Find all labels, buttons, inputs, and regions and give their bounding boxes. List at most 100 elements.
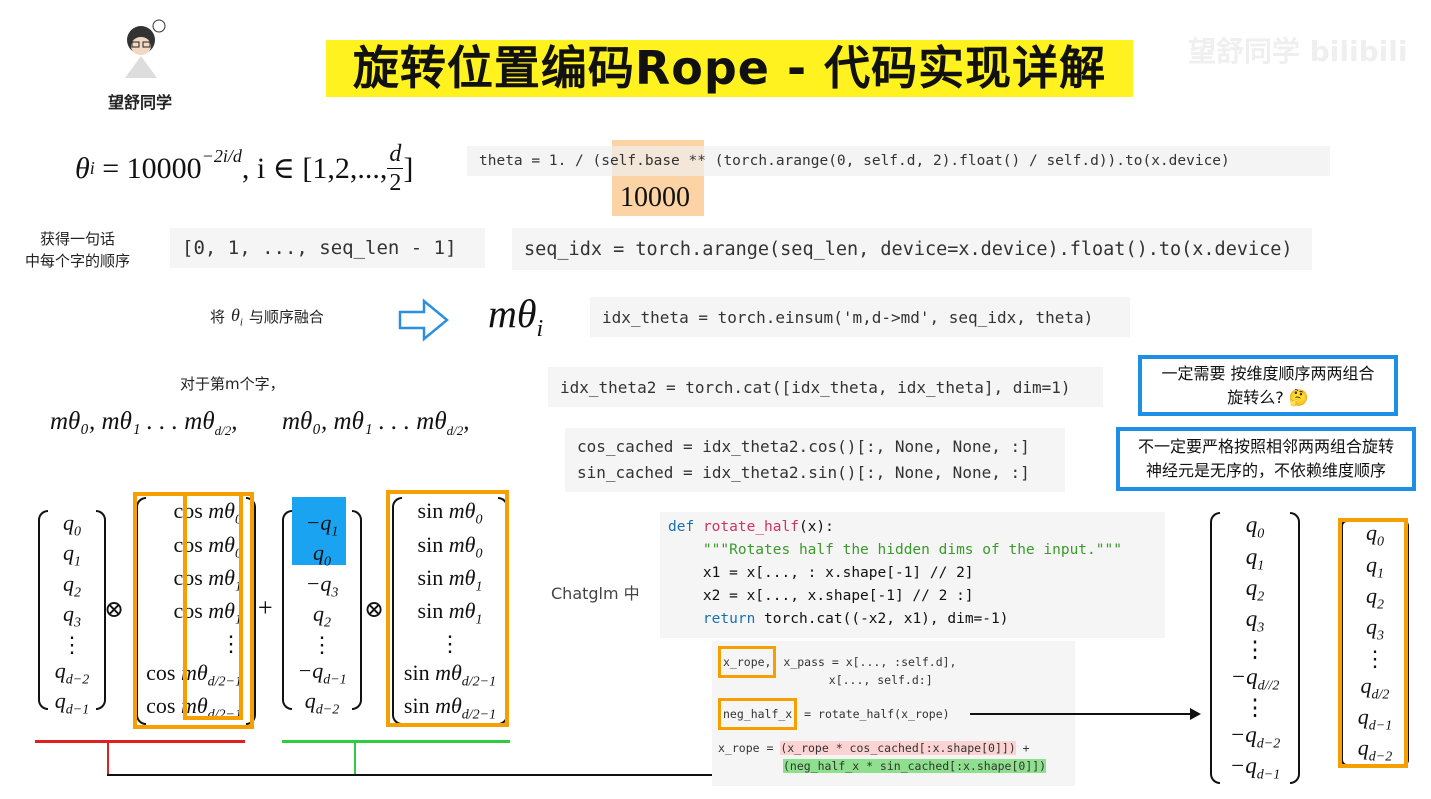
code-x1: x1 = x[..., : x.shape[-1] // 2] bbox=[668, 565, 974, 581]
entry-subscript: d/2−1 bbox=[461, 674, 497, 690]
vector-entry: ⋮ bbox=[220, 631, 242, 657]
answer-box: 不一定要严格按照相邻两两组合旋转 神经元是无序的，不依赖维度顺序 bbox=[1116, 427, 1416, 491]
entry-base: −q bbox=[305, 570, 332, 596]
chatglm-label: Chatglm 中 bbox=[551, 584, 640, 603]
code-theta-pre: theta = 1. / ( bbox=[479, 153, 602, 169]
fuse-label: 将 θi 与顺序融合 bbox=[210, 305, 324, 329]
connector-line bbox=[107, 774, 787, 776]
fuse-theta: θ bbox=[231, 305, 240, 325]
code-theta-post: ** (torch.arange(0, self.d, 2).float() /… bbox=[679, 153, 1230, 169]
theta-sub: i bbox=[89, 158, 95, 178]
fuse-pre: 将 bbox=[210, 308, 226, 327]
entry-base: q bbox=[63, 540, 74, 566]
entry-base: q bbox=[1357, 735, 1369, 761]
vector-entry: ⋮ bbox=[1364, 646, 1386, 672]
author-name: 望舒同学 bbox=[108, 93, 173, 112]
entry-base: cos mθ bbox=[173, 564, 235, 590]
entry-subscript: 0 bbox=[235, 512, 242, 528]
entry-subscript: 2 bbox=[1377, 597, 1384, 613]
theta-exp: −2i/d bbox=[201, 146, 242, 166]
vector-entry: cos mθ0 bbox=[173, 498, 242, 528]
vector-entry: −q3 bbox=[306, 571, 339, 601]
vector-entry: cos mθ0 bbox=[173, 532, 242, 562]
entry-base: q bbox=[63, 601, 74, 627]
vector-entry: q0 bbox=[313, 540, 331, 570]
swap-highlight bbox=[292, 497, 346, 565]
code-cos-cached: cos_cached = idx_theta2.cos()[:, None, N… bbox=[577, 437, 1030, 456]
kw-return: return bbox=[702, 611, 756, 627]
entry-subscript: 0 bbox=[324, 554, 331, 570]
entry-base: −q bbox=[1230, 663, 1258, 689]
entry-subscript: d−2 bbox=[1256, 736, 1281, 752]
entry-base: −q bbox=[305, 510, 332, 535]
m-seq-sub: d/2 bbox=[446, 423, 464, 438]
entry-base: q bbox=[1360, 672, 1372, 698]
entry-base: −q bbox=[1229, 721, 1257, 747]
entry-base: sin mθ bbox=[417, 597, 476, 623]
entry-subscript: d/2−1 bbox=[461, 707, 497, 723]
code-a2: x_pass = x[..., :self.d], bbox=[776, 655, 957, 669]
theta-range: , i ∈ [1,2,..., bbox=[241, 152, 388, 185]
m-seq-2: mθ₀, mθ₁ . . . mθd/2, bbox=[282, 408, 470, 438]
entry-subscript: 3 bbox=[331, 585, 339, 601]
vector-entry: q2 bbox=[1246, 575, 1265, 606]
entry-base: q bbox=[313, 540, 324, 566]
code-theta: theta = 1. / (self.base ** (torch.arange… bbox=[467, 146, 1330, 176]
vector-entry: q1 bbox=[1246, 544, 1265, 575]
entry-base: sin mθ bbox=[417, 498, 476, 524]
entry-subscript: 1 bbox=[475, 579, 483, 595]
entry-subscript: d−1 bbox=[323, 671, 347, 687]
vector-entry: q0 bbox=[63, 510, 81, 540]
m-seq-1: mθ₀, mθ₁ . . . mθd/2, bbox=[50, 408, 238, 438]
seq-label: 获得一句话 中每个字的顺序 bbox=[25, 228, 130, 272]
vector-entry: q3 bbox=[63, 601, 81, 631]
vector-entry: ⋮ bbox=[1244, 637, 1267, 663]
entry-base: q bbox=[63, 570, 74, 596]
seq-label-1: 获得一句话 bbox=[40, 230, 116, 248]
entry-base: cos mθ bbox=[173, 531, 235, 557]
entry-subscript: 0 bbox=[1257, 526, 1265, 542]
vector-entry: q1 bbox=[1366, 552, 1384, 582]
arrow-line bbox=[970, 713, 1195, 715]
code-return: torch.cat((-x2, x1), dim=-1) bbox=[755, 611, 1009, 627]
kw-def: def bbox=[668, 519, 695, 535]
entry-subscript: d−1 bbox=[1256, 767, 1281, 783]
entry-subscript: 1 bbox=[235, 612, 242, 628]
red-underline bbox=[35, 740, 245, 743]
vector-entry: q2 bbox=[1366, 583, 1384, 613]
entry-subscript: d−1 bbox=[65, 702, 90, 718]
green-underline bbox=[282, 740, 510, 743]
sin-box bbox=[386, 490, 509, 727]
vector-entry: −qd−1 bbox=[1230, 753, 1280, 784]
vector-entry: qd−2 bbox=[55, 658, 89, 688]
vector-entry: q0 bbox=[1366, 520, 1384, 550]
entry-base: −q bbox=[297, 657, 324, 683]
entry-subscript: 0 bbox=[74, 524, 81, 540]
vector-entry: ⋮ bbox=[311, 632, 333, 658]
vector-entry: ⋮ bbox=[439, 631, 461, 657]
m-theta-base: mθ bbox=[488, 291, 537, 336]
entry-subscript: d/2−1 bbox=[207, 674, 242, 690]
vector-entry: qd/2 bbox=[1361, 673, 1390, 703]
cos-term: (x_rope * cos_cached[:x.shape[0]]) bbox=[780, 741, 1016, 755]
vector-entry: sin mθ1 bbox=[418, 565, 483, 595]
green-connector bbox=[354, 742, 356, 776]
frac-den: 2 bbox=[389, 170, 402, 196]
theta-close: ] bbox=[403, 151, 414, 185]
neg-half-x-highlight: neg_half_x bbox=[718, 698, 798, 730]
otimes-1: ⊗ bbox=[104, 597, 125, 623]
vector-entry: cos mθ1 bbox=[173, 565, 242, 595]
entry-subscript: 1 bbox=[475, 612, 483, 628]
entry-base: cos mθ bbox=[173, 498, 235, 524]
entry-subscript: 1 bbox=[1377, 566, 1384, 582]
seq-label-2: 中每个字的顺序 bbox=[25, 252, 131, 270]
entry-base: q bbox=[1357, 703, 1369, 729]
sin-term: (neg_half_x * sin_cached[:x.shape[0]]) bbox=[783, 759, 1047, 773]
red-connector bbox=[107, 742, 109, 776]
entry-subscript: 3 bbox=[1377, 628, 1384, 644]
vector-entry: q1 bbox=[63, 540, 81, 570]
frac-num: d bbox=[387, 141, 404, 169]
vector-entry: −q1 bbox=[306, 510, 339, 540]
